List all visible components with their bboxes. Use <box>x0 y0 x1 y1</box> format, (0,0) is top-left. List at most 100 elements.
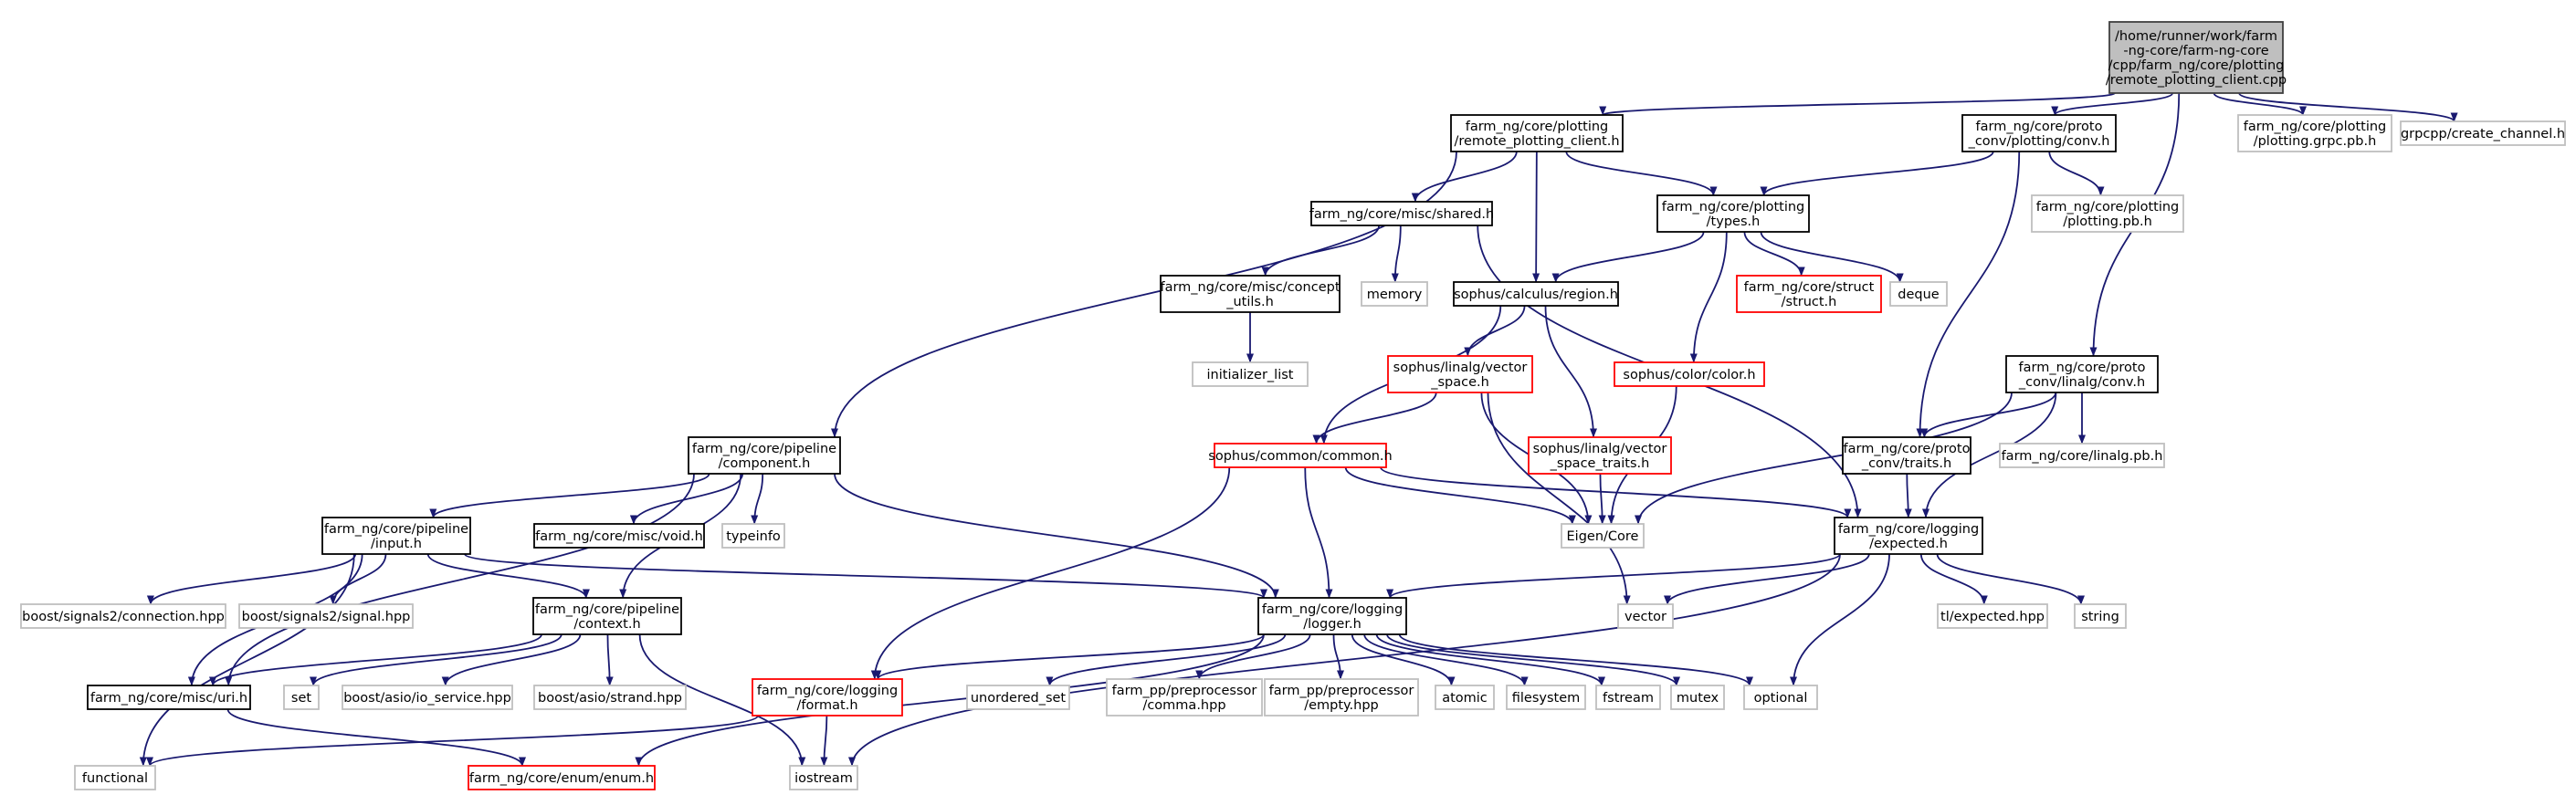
node-pp-empty: farm_pp/preprocessor/empty.hpp <box>1264 678 1419 717</box>
nodes: /home/runner/work/farm-ng-core/farm-ng-c… <box>20 21 2566 790</box>
edge-logging-logger-h-to-pp-comma <box>1195 633 1311 680</box>
node-pipeline-context-h[interactable]: farm_ng/core/pipeline/context.h <box>532 597 682 635</box>
edge-pipeline-component-h-to-misc-uri-h <box>225 473 695 686</box>
node-pipeline-component-h[interactable]: farm_ng/core/pipeline/component.h <box>688 436 841 475</box>
node-box <box>1617 603 1674 629</box>
node-remote-plotting-client-h[interactable]: farm_ng/core/plotting/remote_plotting_cl… <box>1450 114 1624 152</box>
edge-proto-linalg-conv-h-to-logging-expected-h <box>1922 392 2057 518</box>
node-box <box>2237 114 2392 152</box>
node-logging-format-h[interactable]: farm_ng/core/logging/format.h <box>752 678 903 717</box>
node-label-line: farm_ng/core/proto <box>1844 442 1971 456</box>
node-label-line: _conv/linalg/conv.h <box>2018 375 2145 390</box>
edge-pipeline-context-h-to-boost-asio-io-service <box>441 633 582 686</box>
node-label-line: _conv/traits.h <box>1861 456 1951 471</box>
node-misc-void-h[interactable]: farm_ng/core/misc/void.h <box>533 523 705 549</box>
node-sophus-common-h[interactable]: sophus/common/common.h <box>1208 443 1393 468</box>
node-label-line: fstream <box>1603 691 1654 706</box>
node-box <box>1743 685 1818 710</box>
node-label-line: boost/signals2/signal.hpp <box>242 610 411 624</box>
node-label-line: /empty.hpp <box>1304 698 1379 713</box>
node-plotting-types-h[interactable]: farm_ng/core/plotting/types.h <box>1656 194 1810 233</box>
edge-misc-uri-h-to-enum-h <box>226 708 526 767</box>
edge-pipeline-context-h-to-misc-uri-h <box>209 633 542 686</box>
node-label-line: farm_ng/core/misc/concept <box>1160 280 1340 295</box>
node-label-line: Eigen/Core <box>1567 529 1639 544</box>
edge-logging-logger-h-to-filesystem <box>1363 633 1529 686</box>
node-proto-linalg-conv-h[interactable]: farm_ng/core/proto_conv/linalg/conv.h <box>2005 355 2159 393</box>
node-box <box>1656 194 1810 233</box>
edge-pipeline-input-h-to-boost-signals2-connection <box>146 553 357 605</box>
edge-sophus-region-h-to-sophus-vector-space-h <box>1464 305 1526 357</box>
node-box <box>87 685 251 710</box>
edge-logging-expected-h-to-string <box>1936 553 2085 605</box>
node-logging-logger-h[interactable]: farm_ng/core/logging/logger.h <box>1257 597 1407 635</box>
node-proto-plotting-conv-h[interactable]: farm_ng/core/proto_conv/plotting/conv.h <box>1961 114 2117 152</box>
node-sophus-vector-space-h[interactable]: sophus/linalg/vector_space.h <box>1387 355 1533 393</box>
node-sophus-vector-space-traits-h[interactable]: sophus/linalg/vector_space_traits.h <box>1528 436 1672 475</box>
edge-pipeline-component-h-to-pipeline-input-h <box>429 473 710 518</box>
node-box <box>1450 114 1624 152</box>
edge-pipeline-input-h-to-functional <box>139 553 355 767</box>
node-label-line: farm_ng/core/linalg.pb.h <box>2002 449 2163 464</box>
node-box <box>1614 361 1765 387</box>
node-label-line: farm_ng/core/enum/enum.h <box>469 771 654 786</box>
node-label-line: mutex <box>1677 691 1719 706</box>
edge-proto-plotting-conv-h-to-proto-traits-h <box>1916 151 2021 438</box>
node-box <box>2400 120 2566 146</box>
node-misc-concept-utils-h[interactable]: farm_ng/core/misc/concept_utils.h <box>1160 275 1341 313</box>
edge-pipeline-context-h-to-iostream <box>638 633 806 767</box>
node-optional: optional <box>1743 685 1818 710</box>
node-struct-h[interactable]: farm_ng/core/struct/struct.h <box>1736 275 1882 313</box>
node-label-line: /format.h <box>796 698 857 713</box>
edge-pipeline-component-h-to-typeinfo <box>751 473 764 525</box>
edge-remote-plotting-client-h-to-sophus-region-h <box>1532 151 1540 283</box>
node-plotting-grpc-pb-h: farm_ng/core/plotting/plotting.grpc.pb.h <box>2237 114 2392 152</box>
node-box <box>688 436 841 475</box>
node-memory: memory <box>1361 281 1428 307</box>
node-eigen-core: Eigen/Core <box>1561 523 1645 549</box>
node-misc-shared-h[interactable]: farm_ng/core/misc/shared.h <box>1309 201 1494 226</box>
node-label-line: /logger.h <box>1303 617 1362 632</box>
node-string: string <box>2074 603 2127 629</box>
node-box <box>468 765 656 790</box>
node-pipeline-input-h[interactable]: farm_ng/core/pipeline/input.h <box>321 517 471 555</box>
node-enum-h[interactable]: farm_ng/core/enum/enum.h <box>468 765 656 790</box>
edge-sophus-common-h-to-logging-expected-h <box>1380 466 1852 518</box>
node-box <box>1834 517 1983 555</box>
node-box <box>2074 603 2127 629</box>
edge-logging-expected-h-to-logging-logger-h <box>1386 553 1841 599</box>
edges <box>139 92 2458 767</box>
node-label-line: /types.h <box>1707 214 1761 229</box>
node-sophus-color-h[interactable]: sophus/color/color.h <box>1614 361 1765 387</box>
node-box <box>2108 21 2284 94</box>
node-label-line: farm_ng/core/plotting <box>1466 120 1609 134</box>
node-label-line: /plotting.grpc.pb.h <box>2254 134 2377 149</box>
node-iostream: iostream <box>789 765 858 790</box>
node-label-line: boost/asio/strand.hpp <box>538 691 682 706</box>
node-root[interactable]: /home/runner/work/farm-ng-core/farm-ng-c… <box>2106 21 2287 94</box>
edge-logging-logger-h-to-mutex <box>1386 633 1680 686</box>
node-box <box>1264 678 1419 717</box>
node-box <box>789 765 858 790</box>
node-label-line: farm_pp/preprocessor <box>1269 684 1414 698</box>
node-misc-uri-h[interactable]: farm_ng/core/misc/uri.h <box>87 685 251 710</box>
edge-logging-logger-h-to-unordered-set <box>1046 633 1287 686</box>
node-boost-asio-io-service: boost/asio/io_service.hpp <box>342 685 513 710</box>
node-box <box>1106 678 1263 717</box>
edge-remote-plotting-client-h-to-misc-shared-h <box>1411 151 1518 203</box>
node-box <box>1310 201 1493 226</box>
node-set: set <box>283 685 320 710</box>
node-label-line: farm_ng/core/plotting <box>2036 200 2180 214</box>
node-proto-traits-h[interactable]: farm_ng/core/proto_conv/traits.h <box>1842 436 1971 475</box>
node-label-line: functional <box>82 771 148 786</box>
edge-sophus-vector-space-traits-h-to-eigen-core <box>1598 473 1606 525</box>
node-label-line: sophus/calculus/region.h <box>1454 288 1618 302</box>
node-label-line: memory <box>1367 288 1423 302</box>
edge-logging-logger-h-to-pp-empty <box>1332 633 1344 680</box>
node-logging-expected-h[interactable]: farm_ng/core/logging/expected.h <box>1834 517 1983 555</box>
edge-proto-traits-h-to-logging-expected-h <box>1904 473 1912 518</box>
edge-sophus-common-h-to-logging-logger-h <box>1304 466 1333 599</box>
edge-sophus-common-h-to-logging-format-h <box>870 466 1231 680</box>
node-sophus-region-h[interactable]: sophus/calculus/region.h <box>1453 281 1619 307</box>
node-box <box>1937 603 2048 629</box>
